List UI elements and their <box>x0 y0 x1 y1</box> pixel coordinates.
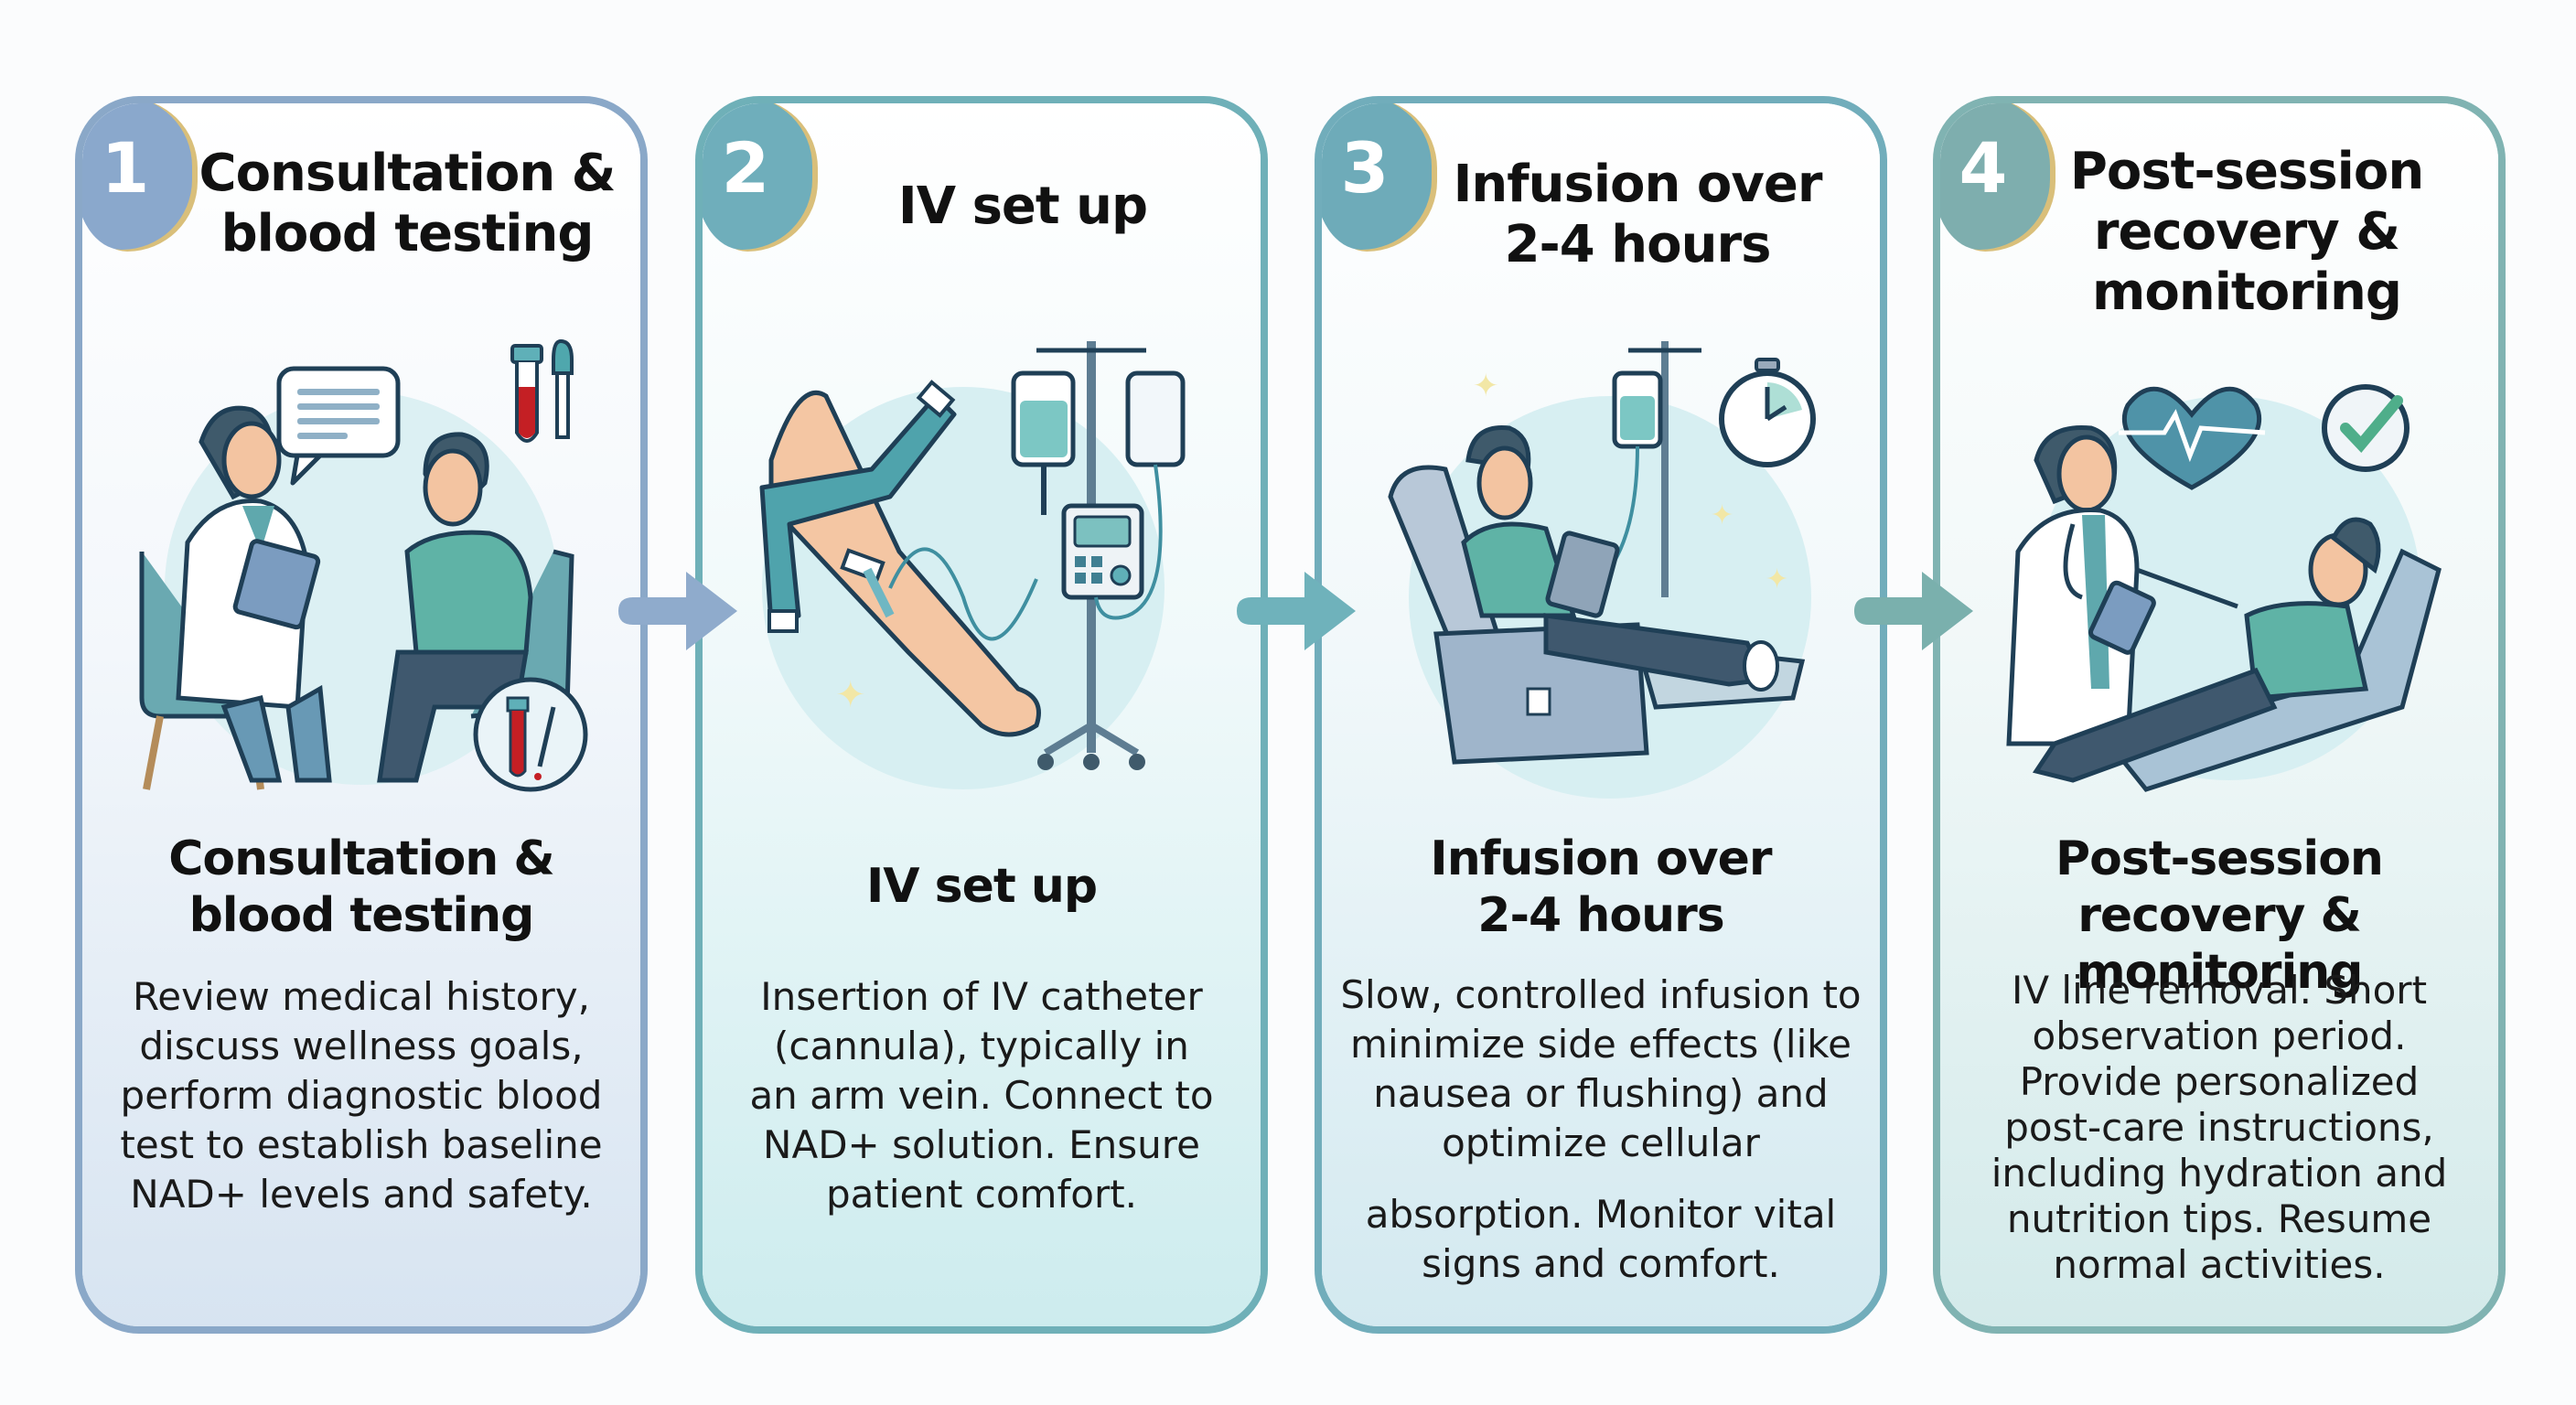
svg-text:✦: ✦ <box>835 674 866 716</box>
test-tube-icon <box>510 339 574 443</box>
step-number: 1 <box>101 127 150 209</box>
patient-figure <box>2032 517 2381 783</box>
stopwatch-icon <box>1719 358 1816 467</box>
step-description-part-1: Slow, controlled infusion to minimize si… <box>1340 972 1862 1165</box>
step-description: Insertion of IV catheter (cannula), typi… <box>749 974 1214 1217</box>
doctor-figure <box>176 405 332 783</box>
consultation-illustration <box>123 323 599 799</box>
svg-text:✦: ✦ <box>1766 563 1788 595</box>
step-header-title: Post-session recovery & monitoring <box>2069 142 2424 322</box>
iv-setup-illustration: ✦ <box>744 323 1219 799</box>
step-header-title: IV set up <box>897 177 1148 236</box>
step-description-part-2: absorption. Monitor vital signs and comf… <box>1365 1192 1837 1286</box>
step-description: Slow, controlled infusion to minimize si… <box>1340 971 1862 1289</box>
step-card-1: 1 Consultation & blood testing <box>75 96 648 1334</box>
step-title: Consultation & blood testing <box>168 831 555 943</box>
svg-text:✦: ✦ <box>1473 368 1499 404</box>
infusion-illustration: ✦ ✦ ✦ <box>1363 323 1839 799</box>
step-card-3: 3 Infusion over 2-4 hours <box>1315 96 1887 1334</box>
step-title: IV set up <box>865 859 1098 914</box>
step-number-badge: 3 <box>1322 103 1432 250</box>
step-title: Post-session recovery & monitoring <box>2055 831 2384 1000</box>
step-description: IV line removal. Short observation perio… <box>1991 968 2448 1287</box>
step-number: 4 <box>1959 127 2008 209</box>
step-title: Infusion over 2-4 hours <box>1430 831 1772 943</box>
step-card-4: 4 Post-session recovery & monitoring <box>1933 96 2506 1334</box>
blood-sample-icon <box>473 677 588 792</box>
iv-pole-icon <box>1011 341 1186 770</box>
step-card-2: 2 IV set up <box>695 96 1268 1334</box>
step-number-badge: 4 <box>1940 103 2050 250</box>
patient-figure <box>377 432 533 783</box>
svg-text:✦: ✦ <box>1711 499 1733 531</box>
step-number-badge: 1 <box>82 103 192 250</box>
step-number: 3 <box>1340 127 1390 209</box>
step-header-title: Consultation & blood testing <box>199 144 616 263</box>
check-circle-icon <box>2322 384 2410 472</box>
step-header-title: Infusion over 2-4 hours <box>1453 155 1823 274</box>
patient-figure <box>1461 424 1779 692</box>
step-description: Review medical history, discuss wellness… <box>120 974 603 1217</box>
arrow-right-icon <box>1854 572 1973 650</box>
arrow-right-icon <box>1237 572 1356 650</box>
recovery-illustration <box>1981 341 2457 817</box>
step-number: 2 <box>721 127 770 209</box>
arrow-right-icon <box>618 572 737 650</box>
heart-rate-icon <box>2119 386 2266 490</box>
speech-bubble-icon <box>276 366 401 486</box>
doctor-figure <box>2006 424 2238 746</box>
step-number-badge: 2 <box>703 103 812 250</box>
